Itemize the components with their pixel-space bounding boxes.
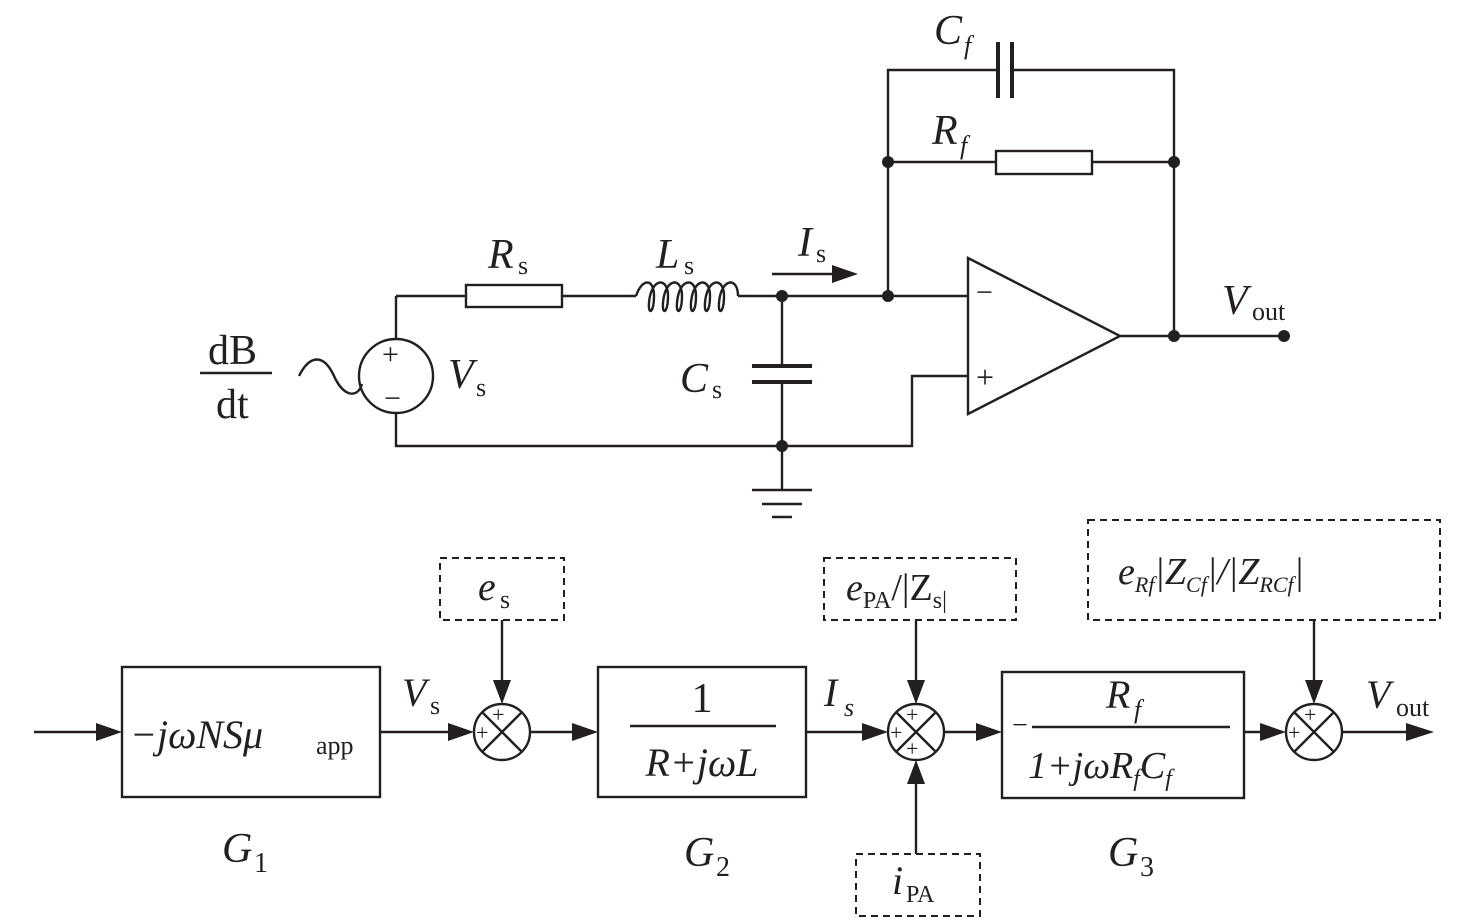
arrow-head [493,680,511,704]
is-label: I [797,220,814,266]
junction-dot [1168,330,1180,342]
arrow-head [1305,680,1323,704]
wire-feedback-left [886,68,996,296]
source-plus-sign: + [382,338,399,371]
junction-dot [882,290,894,302]
junction-dot [776,290,788,302]
block-g1 [120,665,382,799]
junction-dot [882,156,894,168]
g2-numerator: 1 [692,676,713,722]
g1-expression: −jωNSμ [130,712,263,757]
arrow-head [1260,723,1286,741]
noise-box-ipa [855,853,981,917]
g3-name: G [1108,830,1138,876]
g1-name: G [222,826,252,872]
arrow-head [907,680,925,704]
ls-label-sub: s [684,251,694,280]
arrow-head [572,723,598,741]
sum2-plus-left: + [890,720,902,745]
sum2-plus-top: + [906,702,918,727]
es-label-sub: s [500,585,510,614]
vout-signal-label-sub: out [1396,693,1430,722]
source-label: V [448,352,478,398]
sum1-plus-left: + [476,720,488,745]
sum3-plus-top: + [1304,702,1316,727]
block-diagram: −jωNSμ app G 1 V s e s + + + + + + + 1 R… [34,519,1441,917]
g3-numerator: R [1105,672,1130,717]
inductor-ls [634,281,740,313]
rf-label-sub: f [960,131,971,160]
is-label-sub: s [816,239,826,268]
output-terminal [1278,330,1290,342]
arrow-head [448,723,474,741]
opamp-plus-sign: + [976,359,994,395]
cf-label: C [934,8,963,54]
sum1-plus-top: + [492,702,504,727]
is-signal-label-sub: s [844,693,854,722]
dbdt-numerator: dB [208,328,257,374]
input-arrow-head [96,723,122,741]
vout-label: V [1222,278,1252,324]
vs-signal-label: V [402,670,431,715]
sine-wave-icon [297,358,364,395]
is-signal-label: I [823,670,839,715]
noise-box-es [439,557,565,621]
g2-name: G [684,830,714,876]
resistor-rs [464,283,564,309]
rs-label: R [487,232,514,278]
vout-signal-label: V [1366,672,1395,717]
circuit-schematic: + − − + V s dB dt R s L s C s I s C f R … [200,8,1290,519]
resistor-rf [994,149,1094,176]
vout-label-sub: out [1252,297,1286,326]
g2-name-sub: 2 [716,852,730,883]
arrow-head [976,723,1002,741]
voltage-source-icon [357,337,435,415]
sum1-cross-b [481,711,523,753]
rs-label-sub: s [518,251,528,280]
g2-denominator: R+jωL [644,740,758,785]
block-g3 [1000,670,1246,800]
rf-label: R [931,108,958,154]
g3-sign: − [1012,710,1028,741]
opamp-icon [966,256,1123,416]
output-arrow-head [1406,723,1434,741]
source-label-sub: s [476,373,486,402]
g3-name-sub: 3 [1140,852,1154,883]
ipa-label: i [892,858,903,903]
junction-dot [776,440,788,452]
g3-numerator-sub: f [1134,695,1145,724]
vs-signal-label-sub: s [430,691,440,720]
cs-label-sub: s [712,375,722,404]
erf-label: eRf|ZCf|/|ZRCf| [1118,551,1304,597]
noise-box-erf [1087,519,1441,621]
wire-ground-return [394,374,968,448]
sum3-plus-left: + [1288,720,1300,745]
dbdt-denominator: dt [216,382,249,428]
junction-dot [1168,156,1180,168]
sum3-cross-b [1293,711,1335,753]
wire-feedback-right [1014,68,1176,336]
arrow-head [907,760,925,784]
block-g2 [596,665,808,799]
g1-expression-sub: app [316,731,354,760]
opamp-minus-sign: − [976,276,993,309]
arrow-head [862,723,888,741]
ls-label: L [655,232,679,278]
source-minus-sign: − [384,382,401,415]
current-arrow-head [832,265,858,283]
ipa-label-sub: PA [906,882,935,908]
g3-denominator: 1+jωRfCf [1028,745,1175,792]
sum2-cross-b [895,711,937,753]
es-label: e [478,564,496,609]
cf-label-sub: f [964,31,975,60]
g1-name-sub: 1 [254,848,268,879]
cs-label: C [680,356,709,402]
sum2-plus-bottom: + [906,736,918,761]
noise-box-epa [823,557,1017,621]
epa-label: ePA/|Zs| [846,567,947,614]
